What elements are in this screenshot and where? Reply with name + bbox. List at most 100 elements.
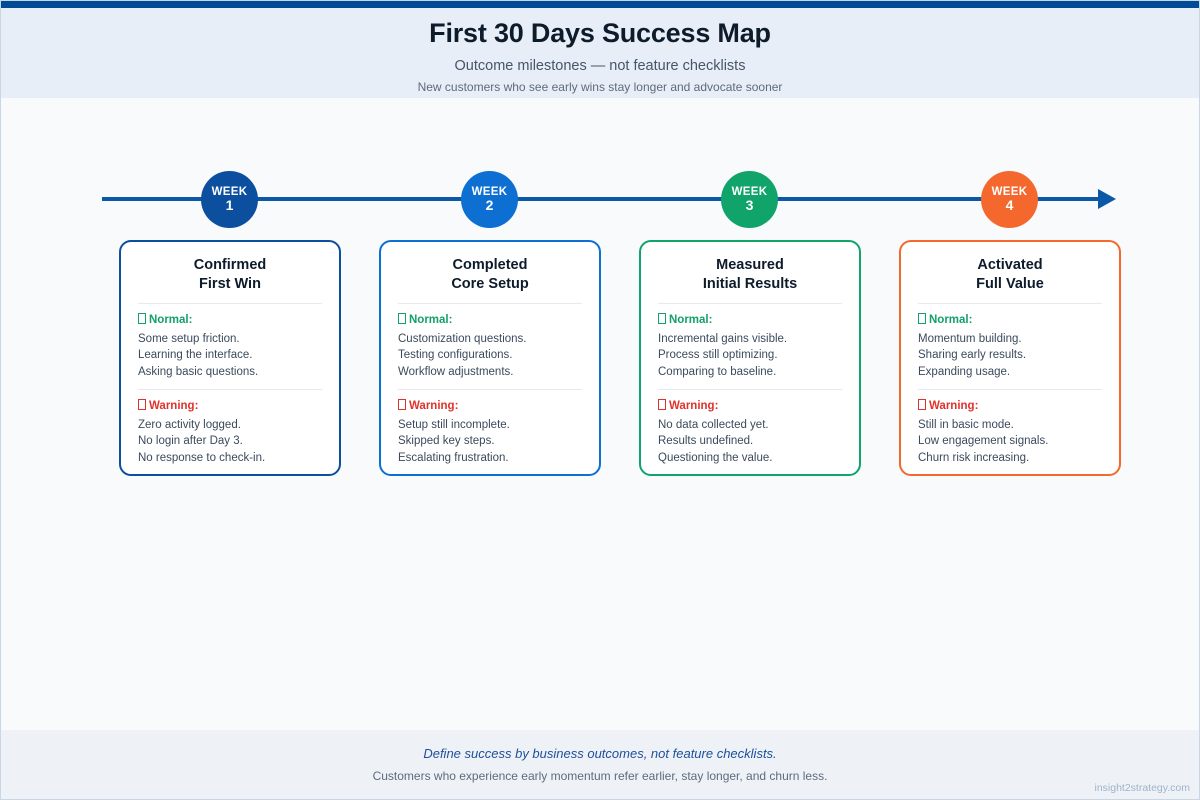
warning-section-label: Warning:: [149, 400, 199, 413]
missing-glyph-icon-warning: [398, 399, 406, 411]
list-item: Zero activity logged.: [138, 418, 241, 431]
timeline-arrow-icon: [1098, 189, 1116, 209]
list-item: Testing configurations.: [398, 349, 513, 362]
card-title-line-1: Completed: [452, 257, 528, 273]
section-spacer: [138, 380, 322, 389]
list-item: Churn risk increasing.: [918, 451, 1030, 464]
list-item: Momentum building.: [918, 333, 1022, 346]
missing-glyph-icon-normal: [918, 313, 926, 325]
section-spacer: [918, 380, 1102, 389]
normal-signal-list: Momentum building. Sharing early results.…: [918, 331, 1102, 380]
card-divider-mid: [138, 389, 322, 391]
timeline-axis-line: [102, 197, 1102, 201]
card-divider-top: [138, 303, 322, 305]
card-divider-top: [918, 303, 1102, 305]
marker-week-label: WEEK: [211, 186, 248, 199]
normal-section-heading: Normal:: [658, 313, 842, 328]
list-item: Asking basic questions.: [138, 365, 259, 378]
marker-week-label: WEEK: [991, 186, 1028, 199]
list-item: Escalating frustration.: [398, 451, 509, 464]
footer-quote: Define success by business outcomes, not…: [423, 746, 777, 761]
list-item: No response to check-in.: [138, 451, 266, 464]
list-item: No data collected yet.: [658, 418, 769, 431]
normal-section-label: Normal:: [409, 314, 453, 327]
warning-section-heading: Warning:: [398, 399, 582, 414]
missing-glyph-icon-normal: [658, 313, 666, 325]
list-item: Setup still incomplete.: [398, 418, 510, 431]
list-item: Incremental gains visible.: [658, 333, 788, 346]
list-item: Sharing early results.: [918, 349, 1027, 362]
warning-signal-list: Zero activity logged.No login after Day …: [138, 417, 322, 466]
page-title: First 30 Days Success Map: [429, 18, 771, 48]
card-divider-top: [398, 303, 582, 305]
card-divider-mid: [398, 389, 582, 391]
missing-glyph-icon-warning: [918, 399, 926, 411]
warning-section-heading: Warning:: [138, 399, 322, 414]
warning-signal-list: Still in basic mode. Low engagement signa…: [918, 417, 1102, 466]
marker-week-label: WEEK: [471, 186, 508, 199]
card-title-line-2: Core Setup: [451, 275, 529, 292]
card-divider-mid: [918, 389, 1102, 391]
header-content: First 30 Days Success Map Outcome milest…: [0, 8, 1200, 94]
missing-glyph-icon-normal: [398, 313, 406, 325]
normal-signal-list: Some setup friction. Learning the interfa…: [138, 331, 322, 380]
normal-section-label: Normal:: [149, 314, 193, 327]
normal-section-heading: Normal:: [138, 313, 322, 328]
section-spacer: [658, 380, 842, 389]
list-item: Questioning the value.: [658, 451, 773, 464]
card-title-line-1: Confirmed: [193, 257, 267, 273]
list-item: Customization questions.: [398, 333, 527, 346]
missing-glyph-icon-warning: [658, 399, 666, 411]
card-title-line-2: First Win: [199, 275, 261, 292]
missing-glyph-icon-normal: [138, 313, 146, 325]
page-tagline: New customers who see early wins stay lo…: [417, 80, 783, 94]
warning-signal-list: No data collected yet. Results undefined.…: [658, 417, 842, 466]
list-item: Learning the interface.: [138, 349, 253, 362]
card-title-line-1: Measured: [716, 257, 784, 273]
card-title-line-2: Initial Results: [702, 275, 798, 292]
marker-week-number: 3: [745, 197, 754, 214]
warning-section-label: Warning:: [669, 400, 719, 413]
normal-section-label: Normal:: [669, 314, 713, 327]
warning-section-label: Warning:: [929, 400, 979, 413]
normal-signal-list: Incremental gains visible.Process still …: [658, 331, 842, 380]
list-item: Comparing to baseline.: [658, 365, 777, 378]
missing-glyph-icon-warning: [138, 399, 146, 411]
normal-section-label: Normal:: [929, 314, 973, 327]
warning-section-heading: Warning:: [918, 399, 1102, 414]
page-subtitle: Outcome milestones — not feature checkli…: [454, 58, 746, 74]
header-band: First 30 Days Success Map Outcome milest…: [0, 8, 1200, 98]
normal-signal-list: Customization questions. Testing configur…: [398, 331, 582, 380]
list-item: Results undefined.: [658, 435, 754, 448]
marker-week-label: WEEK: [731, 186, 768, 199]
footer-band: Define success by business outcomes, not…: [0, 730, 1200, 800]
card-divider-top: [658, 303, 842, 305]
card-title-line-1: Activated: [977, 257, 1043, 273]
footer-note: Customers who experience early momentum …: [372, 769, 828, 783]
normal-section-heading: Normal:: [398, 313, 582, 328]
watermark: insight2strategy.com: [1094, 782, 1190, 794]
warning-section-label: Warning:: [409, 400, 459, 413]
marker-week-number: 1: [225, 197, 234, 214]
list-item: Some setup friction.: [138, 333, 240, 346]
card-title-line-2: Full Value: [976, 275, 1044, 292]
list-item: Skipped key steps.: [398, 435, 495, 448]
list-item: Still in basic mode.: [918, 418, 1014, 431]
card-divider-mid: [658, 389, 842, 391]
list-item: Expanding usage.: [918, 365, 1011, 378]
section-spacer: [398, 380, 582, 389]
list-item: Low engagement signals.: [918, 435, 1049, 448]
marker-week-number: 2: [485, 197, 494, 214]
